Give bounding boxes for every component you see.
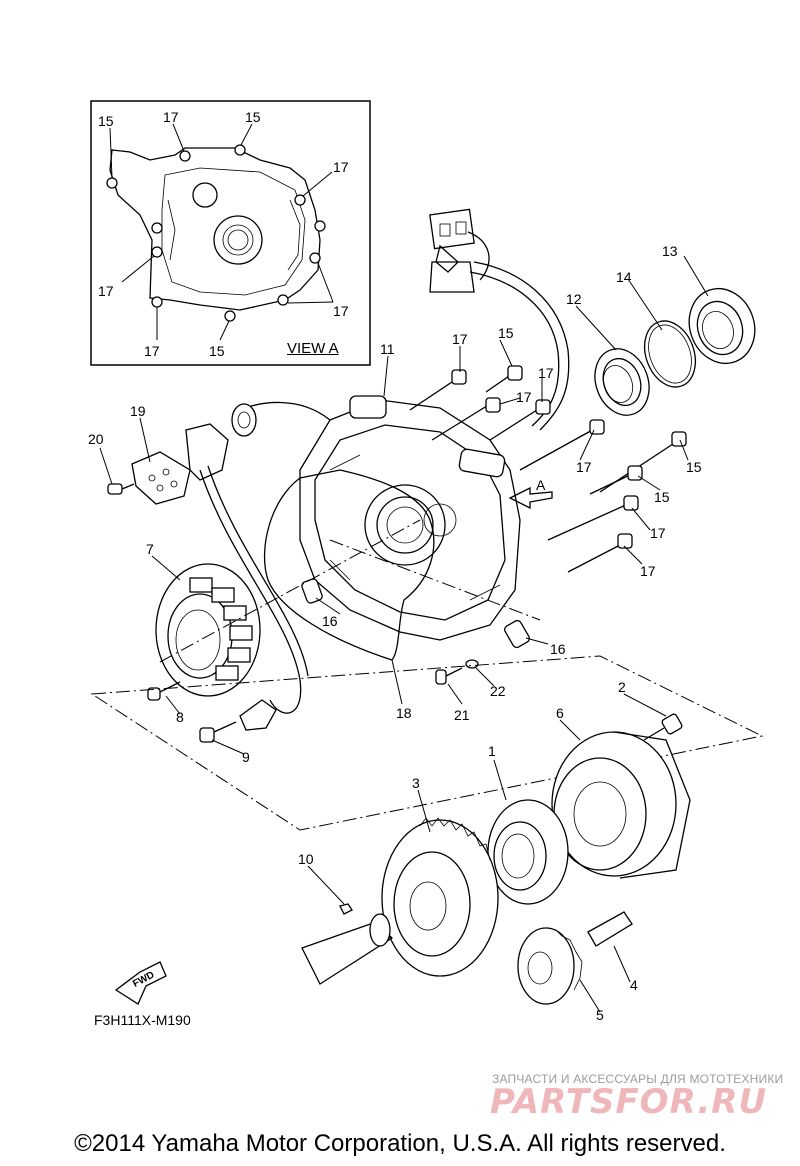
callout-16-b: 16 <box>550 641 566 657</box>
holder-plate-19 <box>131 451 191 505</box>
bolt-2 <box>643 713 683 741</box>
callout-12: 12 <box>566 291 582 307</box>
callout-3: 3 <box>412 775 420 791</box>
callout-18: 18 <box>396 705 412 721</box>
grommet-and-lead <box>185 401 331 714</box>
callout-19: 19 <box>130 403 146 419</box>
alignment-lines <box>90 519 764 831</box>
stator-7 <box>155 563 261 697</box>
inset-callout-17-bottom-right: 17 <box>333 303 349 319</box>
callout-17-e: 17 <box>650 525 666 541</box>
view-a-inset: 15 17 15 17 17 17 15 17 <box>90 100 371 366</box>
watermark-tagline: ЗАПЧАСТИ И АКСЕССУАРЫ ДЛЯ МОТОТЕХНИКИ <box>492 1072 784 1086</box>
starter-clutch-1 <box>487 799 569 905</box>
callout-17-f: 17 <box>640 563 656 579</box>
washer-22 <box>465 659 479 669</box>
fwd-arrow-icon: FWD <box>114 961 167 1005</box>
callout-17-c: 17 <box>538 365 554 381</box>
callout-10: 10 <box>298 851 314 867</box>
watermark-logo: PARTSFOR.RU <box>490 1082 768 1122</box>
callout-labels: 1 2 3 4 5 6 7 8 9 10 11 12 13 14 15 17 1… <box>88 243 702 1023</box>
callout-15-b: 15 <box>686 459 702 475</box>
callout-17-d: 17 <box>576 459 592 475</box>
inset-callout-17-top: 17 <box>163 109 179 125</box>
shaft-10 <box>301 903 394 985</box>
callout-9: 9 <box>242 749 250 765</box>
view-direction-arrow: A <box>508 477 553 510</box>
bearing-13 <box>688 288 756 364</box>
screw-20 <box>107 483 135 495</box>
inset-callout-17-right: 17 <box>333 159 349 175</box>
callout-16-a: 16 <box>322 613 338 629</box>
callout-17-a: 17 <box>452 331 468 347</box>
callout-1: 1 <box>488 743 496 759</box>
wiring-harness <box>429 208 570 431</box>
callout-8: 8 <box>176 709 184 725</box>
inset-callout-15-top: 15 <box>245 109 261 125</box>
direction-label-a: A <box>536 477 546 493</box>
idler-shaft-4 <box>587 911 633 947</box>
dowel-pins-16 <box>301 578 530 649</box>
idler-gear-5 <box>517 927 583 1005</box>
callout-leaders <box>99 255 709 1013</box>
callout-6: 6 <box>556 705 564 721</box>
inset-callout-15-bottom: 15 <box>209 343 225 359</box>
callout-21: 21 <box>454 707 470 723</box>
callout-22: 22 <box>490 683 506 699</box>
inset-callout-17-left: 17 <box>98 283 114 299</box>
callout-11: 11 <box>380 341 395 357</box>
callout-20: 20 <box>88 431 104 447</box>
screw-21 <box>435 667 463 685</box>
bolt-8 <box>147 681 181 701</box>
oil-seal-12 <box>594 348 650 416</box>
bolt-9 <box>199 699 277 743</box>
diagram-code: F3H111X-M190 <box>94 1012 191 1028</box>
callout-14: 14 <box>616 269 632 285</box>
callout-4: 4 <box>630 977 638 993</box>
callout-15-a: 15 <box>498 325 514 341</box>
view-a-title: VIEW A <box>287 340 339 357</box>
callout-7: 7 <box>146 541 154 557</box>
rotor-6 <box>551 731 691 879</box>
callout-13: 13 <box>662 243 678 259</box>
inset-callout-17-bottom: 17 <box>144 343 160 359</box>
callout-15-c: 15 <box>654 489 670 505</box>
inset-callout-15-top-left: 15 <box>98 113 114 129</box>
copyright-notice: ©2014 Yamaha Motor Corporation, U.S.A. A… <box>74 1130 726 1157</box>
callout-17-b: 17 <box>516 389 532 405</box>
callout-5: 5 <box>596 1007 604 1023</box>
callout-2: 2 <box>618 679 626 695</box>
gear-3 <box>381 817 499 977</box>
generator-cover-11 <box>263 395 521 661</box>
